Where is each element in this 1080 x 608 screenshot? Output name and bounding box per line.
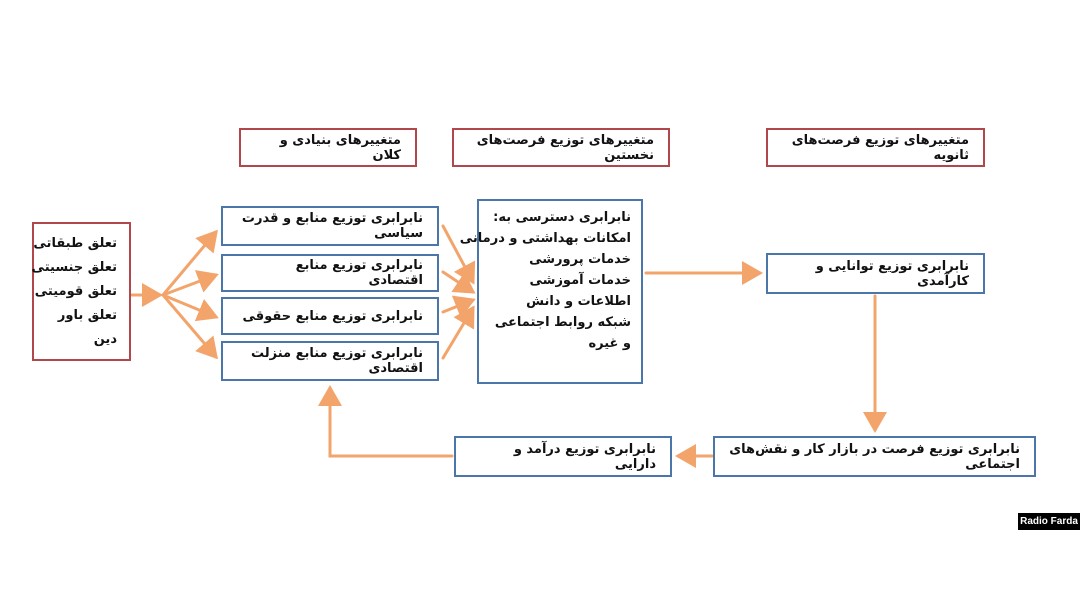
affiliation-belief: تعلق باور	[57, 308, 117, 323]
labor-market-box: نابرابری توزیع فرصت در بازار کار و نقش‌ه…	[713, 436, 1036, 477]
arrow-affiliations-to-status	[161, 293, 218, 360]
access-item-nurture: خدمات پرورشی	[529, 252, 631, 267]
status-resources-box: نابرابری توزیع منابع منزلت اقتصادی	[221, 341, 439, 381]
arrow-affiliations-to-economic	[161, 270, 219, 297]
arrow-income-to-status	[318, 385, 454, 458]
header-secondary-label: متغییرهای توزیع فرصت‌های ثانویه	[791, 132, 969, 163]
power-resources-box: نابرابری توزیع منابع و قدرت سیاسی	[221, 206, 439, 246]
income-label: نابرابری توزیع درآمد و دارایی	[513, 441, 656, 472]
arrow-legal-to-access	[441, 295, 476, 318]
economic-resources-box: نابرابری توزیع منابع اقتصادی	[221, 254, 439, 292]
power-resources-label: نابرابری توزیع منابع و قدرت سیاسی	[241, 211, 423, 241]
status-resources-label: نابرابری توزیع منابع منزلت اقتصادی	[250, 346, 423, 376]
arrow-status-to-access	[441, 305, 475, 360]
arrow-economic-to-access	[441, 270, 476, 294]
legal-resources-box: نابرابری توزیع منابع حقوقی	[221, 297, 439, 335]
access-item-etc: و غیره	[588, 336, 631, 351]
labor-market-label: نابرابری توزیع فرصت در بازار کار و نقش‌ه…	[729, 441, 1020, 472]
access-title: نابرابری دسترسی به:	[493, 210, 631, 225]
header-primary-label: متغییرهای توزیع فرصت‌های نخستین	[476, 132, 654, 163]
affiliations-box: تعلق طبقاتی تعلق جنسیتی تعلق قومیتی تعلق…	[32, 222, 131, 361]
header-basic-variables: متغییرهای بنیادی و کلان	[239, 128, 417, 167]
header-basic-label: متغییرهای بنیادی و کلان	[279, 132, 401, 163]
header-primary-variables: متغییرهای توزیع فرصت‌های نخستین	[452, 128, 670, 167]
affiliation-gender: تعلق جنسیتی	[31, 260, 117, 275]
affiliation-ethnicity: تعلق قومیتی	[34, 284, 117, 299]
arrow-affiliations-to-legal	[161, 293, 219, 322]
access-item-health: امکانات بهداشتی و درمانی	[459, 231, 631, 246]
access-item-knowledge: اطلاعات و دانش	[526, 294, 631, 309]
access-item-education: خدمات آموزشی	[529, 273, 631, 288]
affiliation-class: تعلق طبقاتی	[33, 236, 117, 251]
radio-farda-logo: Radio Farda	[1018, 513, 1080, 530]
legal-resources-label: نابرابری توزیع منابع حقوقی	[242, 308, 423, 324]
affiliation-religion: دین	[93, 332, 117, 347]
arrow-affiliations-to-power	[161, 229, 218, 297]
economic-resources-label: نابرابری توزیع منابع اقتصادی	[295, 258, 423, 288]
capability-label: نابرابری توزیع توانایی و کارآمدی	[815, 258, 969, 289]
income-box: نابرابری توزیع درآمد و دارایی	[454, 436, 672, 477]
capability-box: نابرابری توزیع توانایی و کارآمدی	[766, 253, 985, 294]
access-box: نابرابری دسترسی به: امکانات بهداشتی و در…	[459, 199, 643, 384]
header-secondary-variables: متغییرهای توزیع فرصت‌های ثانویه	[766, 128, 985, 167]
access-item-network: شبکه روابط اجتماعی	[494, 315, 631, 330]
